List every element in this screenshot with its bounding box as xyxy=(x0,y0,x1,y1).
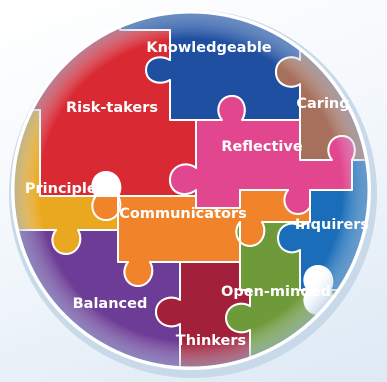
label-communicators: Communicators xyxy=(119,206,247,222)
label-principled: Principled xyxy=(25,181,107,197)
label-caring: Caring xyxy=(296,96,349,112)
label-risk-takers: Risk-takers xyxy=(66,100,158,116)
label-reflective: Reflective xyxy=(221,139,303,155)
label-thinkers: Thinkers xyxy=(176,333,246,349)
label-knowledgeable: Knowledgeable xyxy=(146,40,271,56)
label-inquirers: Inquirers xyxy=(295,217,369,233)
circle-gloss xyxy=(13,12,369,368)
label-open-minded: Open-minded xyxy=(221,284,331,300)
circle-border xyxy=(11,10,371,370)
label-balanced: Balanced xyxy=(73,296,148,312)
